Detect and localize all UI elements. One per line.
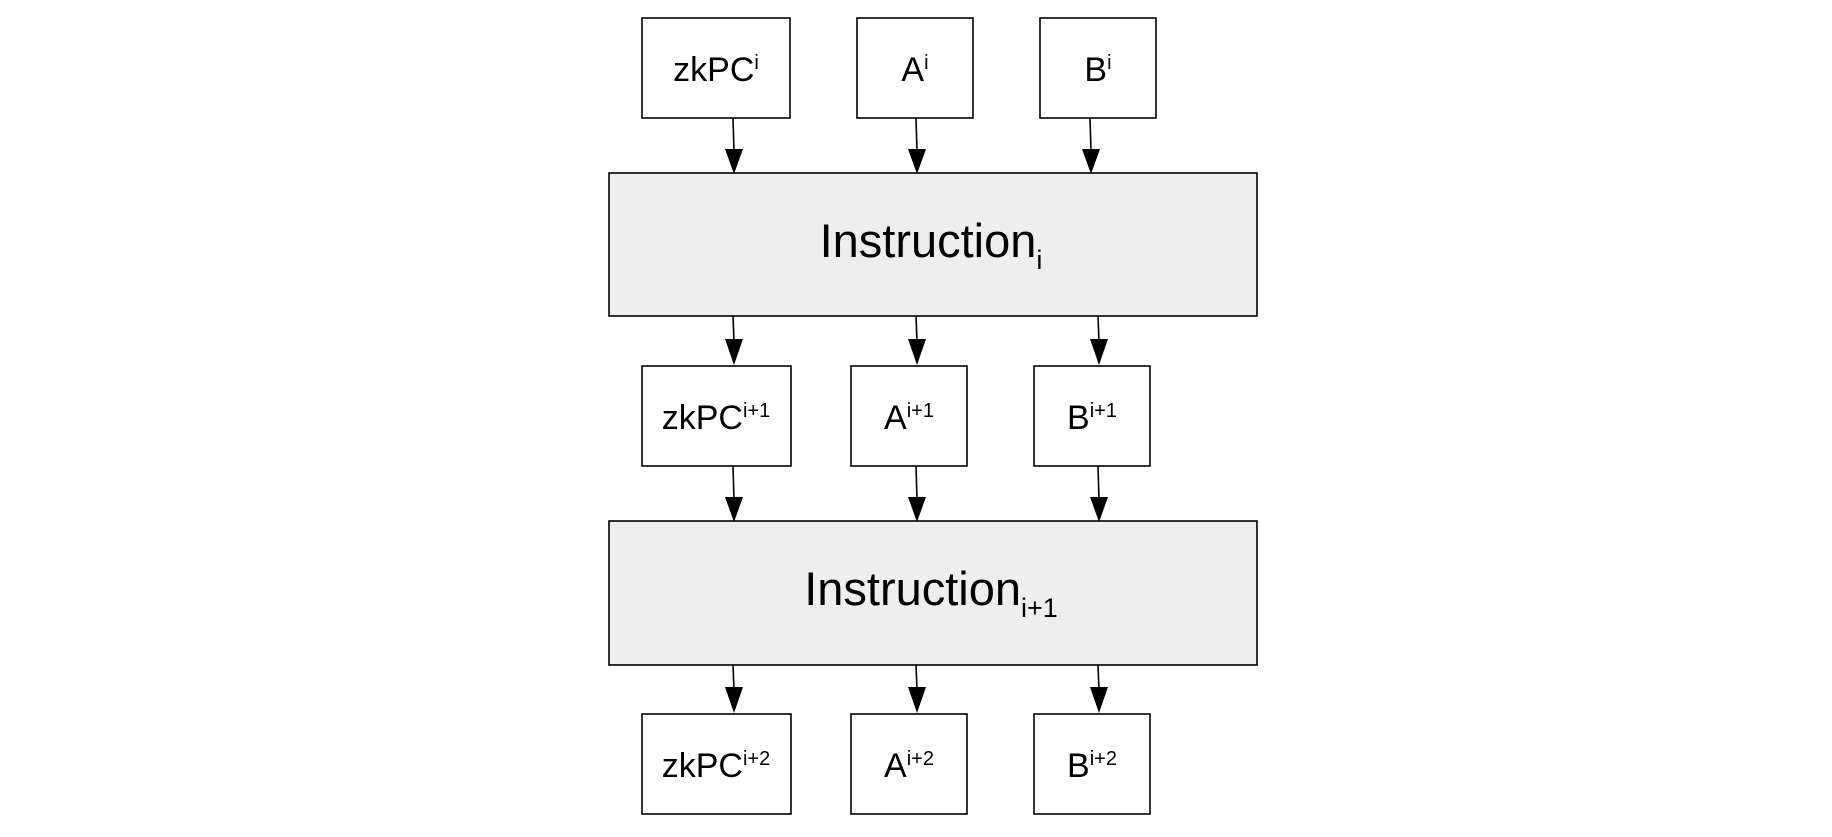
register-a-i1: Ai+1 xyxy=(850,365,968,467)
register-a-i2-label: Ai+2 xyxy=(884,747,934,785)
arrow-instruction-i1-to-zkpc-i2 xyxy=(725,664,743,713)
register-a-i1-label: Ai+1 xyxy=(884,399,934,437)
register-zkpc-i: zkPCi xyxy=(641,17,791,119)
register-a-i: Ai xyxy=(856,17,974,119)
register-zkpc-i2-label: zkPCi+2 xyxy=(662,747,770,785)
register-b-i: Bi xyxy=(1039,17,1157,119)
arrow-instruction-i1-to-b-i2 xyxy=(1090,664,1108,713)
arrow-a-i-to-instruction-i xyxy=(908,117,926,174)
register-b-i2: Bi+2 xyxy=(1033,713,1151,815)
arrow-instruction-i-to-a-i1 xyxy=(908,315,926,365)
instruction-i-label: Instructioni xyxy=(820,214,1043,275)
register-zkpc-i-label: zkPCi xyxy=(673,51,759,89)
register-zkpc-i2: zkPCi+2 xyxy=(641,713,792,815)
arrow-b-i-to-instruction-i xyxy=(1082,117,1100,174)
register-b-i1: Bi+1 xyxy=(1033,365,1151,467)
arrow-a-i1-to-instruction-i1 xyxy=(908,465,926,522)
instruction-block-i1: Instructioni+1 xyxy=(608,520,1258,666)
arrow-instruction-i-to-zkpc-i1 xyxy=(725,315,743,365)
instruction-i1-label: Instructioni+1 xyxy=(804,562,1058,623)
arrow-b-i1-to-instruction-i1 xyxy=(1090,465,1108,522)
register-a-i2: Ai+2 xyxy=(850,713,968,815)
register-zkpc-i1: zkPCi+1 xyxy=(641,365,792,467)
arrow-zkpc-i1-to-instruction-i1 xyxy=(725,465,743,522)
register-zkpc-i1-label: zkPCi+1 xyxy=(662,399,770,437)
arrow-instruction-i1-to-a-i2 xyxy=(908,664,926,713)
register-b-i1-label: Bi+1 xyxy=(1067,399,1117,437)
register-b-i-label: Bi xyxy=(1084,51,1111,89)
register-b-i2-label: Bi+2 xyxy=(1067,747,1117,785)
register-a-i-label: Ai xyxy=(901,51,928,89)
arrow-zkpc-i-to-instruction-i xyxy=(725,117,743,174)
arrow-instruction-i-to-b-i1 xyxy=(1090,315,1108,365)
instruction-block-i: Instructioni xyxy=(608,172,1258,317)
